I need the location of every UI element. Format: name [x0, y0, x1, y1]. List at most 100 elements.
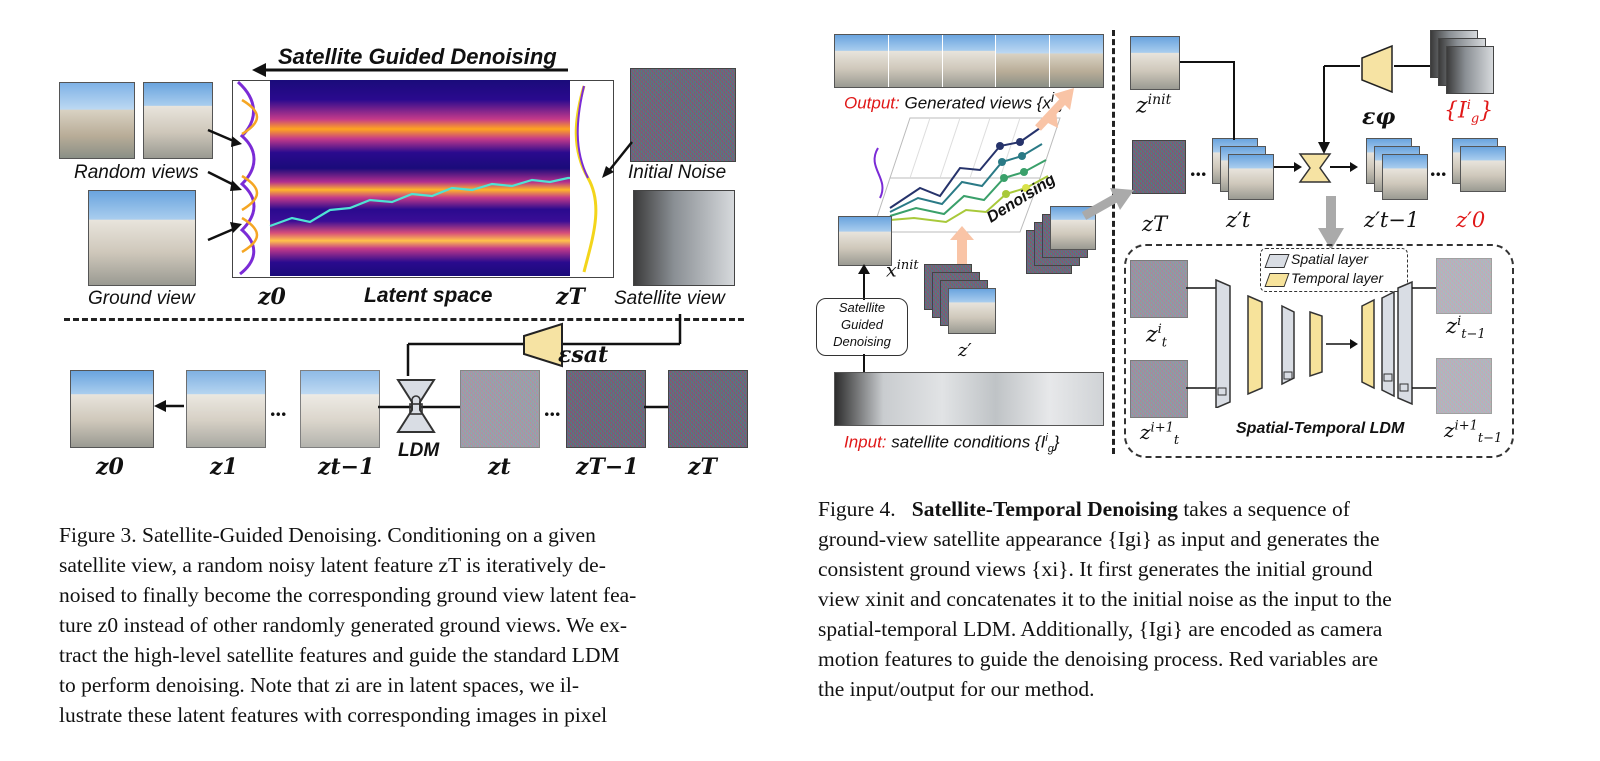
ground-view-label: Ground view: [88, 288, 195, 309]
chain-label-zT-1: zT−1: [576, 454, 639, 480]
chain-image-z1: [186, 370, 266, 448]
cond-base: {I: [1444, 98, 1467, 124]
legend-spatial-swatch: [1264, 254, 1290, 268]
z-init-sup: init: [1147, 92, 1172, 108]
satellite-conditions-strip: [834, 372, 1104, 426]
caption4-line-3: consistent ground views {xi}. It first g…: [818, 557, 1373, 581]
caption3-line-2: satellite view, a random noisy latent fe…: [59, 553, 606, 577]
caption4-line-7: the input/output for our method.: [818, 677, 1095, 701]
fig4-ellipsis-1: ...: [1190, 156, 1207, 181]
out-i1-label: zi+1t−1: [1444, 418, 1502, 446]
input-sub: g: [1047, 443, 1054, 456]
st-ldm-panel: [1124, 244, 1514, 458]
cond-stack-3: [1446, 46, 1494, 94]
caption4-line-6: motion features to guide the denoising p…: [818, 647, 1379, 671]
zti-sub: t: [1161, 335, 1167, 351]
zti1-sup: i+1: [1150, 420, 1174, 436]
zti1-base: z: [1140, 420, 1151, 444]
encoder-sat-label: εsat: [558, 342, 609, 368]
chain-arrow-left-icon: [154, 400, 184, 412]
zti-input-image: [1130, 260, 1188, 318]
output-text: Generated views {x: [904, 93, 1051, 113]
z-T-label: zT: [1142, 212, 1168, 236]
chain-ellipsis-1: ...: [270, 396, 287, 421]
fig4-ellipsis-2: ...: [1430, 156, 1447, 181]
encoder-phi-label: εφ: [1362, 104, 1396, 130]
chain-image-z0: [70, 370, 154, 448]
caption4-line-4: view xinit and concatenates it to the in…: [818, 587, 1392, 611]
ldm-lock-icon: [396, 379, 436, 433]
z-init-image: [1130, 36, 1180, 90]
mini-ldm-icon: [1298, 153, 1332, 183]
out-i1-image: [1436, 358, 1492, 414]
figure4-caption: Figure 4. Satellite-Temporal Denoising t…: [818, 494, 1512, 704]
x-init-base: x: [886, 259, 897, 282]
denoising-3d-plot: [871, 110, 1061, 233]
z-prime-stack-4: [948, 288, 996, 334]
ldm-label: LDM: [398, 440, 440, 461]
chain-image-zt-1: [300, 370, 380, 448]
latent-curves: [236, 80, 598, 276]
output-frame-1: [835, 35, 889, 87]
z-prime-arrow-icon: [950, 226, 974, 264]
latent-heatmap: [270, 80, 570, 276]
chain-label-zt: zt: [488, 454, 511, 480]
figure4-divider: [1112, 30, 1115, 454]
z-init-label: zinit: [1136, 92, 1171, 118]
st-ldm-arrow-icon: [1318, 196, 1344, 250]
out-i-sup: i: [1457, 314, 1462, 329]
zti1-input-image: [1130, 360, 1188, 418]
chain-label-z0: z0: [96, 454, 124, 480]
chain-label-zT: zT: [688, 454, 717, 480]
chain-ellipsis-2: ...: [544, 396, 561, 421]
latent-space-label: Latent space: [364, 284, 493, 307]
cond-label: {Iig}: [1444, 98, 1493, 127]
zti-base: z: [1146, 322, 1158, 348]
input-label: Input:: [844, 432, 887, 452]
out-i-base: z: [1446, 314, 1458, 338]
noise-arrow-icon: [602, 141, 633, 178]
zt1-prime-stack-3: [1382, 154, 1428, 200]
output-sup: i: [1050, 90, 1055, 106]
chain-label-z1: z1: [210, 454, 238, 480]
random-views-label: Random views: [74, 162, 199, 183]
output-arrow-icon: [1035, 88, 1074, 131]
cond-sup: i: [1466, 98, 1471, 113]
satellite-view-image: [633, 190, 735, 286]
zt-prime-label: z′t: [1226, 208, 1251, 232]
out-i1-base: z: [1444, 418, 1455, 442]
caption3-line-4: ture z0 instead of other randomly genera…: [59, 613, 628, 637]
out-i1-sup: i+1: [1454, 418, 1478, 434]
caption4-line-1: Figure 4. Satellite-Temporal Denoising t…: [818, 494, 1512, 524]
ground-arrows-icon: [207, 128, 242, 242]
x-init-image: [838, 216, 892, 266]
input-text: satellite conditions {I: [891, 432, 1046, 452]
random-view-photo-1: [59, 82, 135, 159]
x-init-label: xinit: [886, 258, 919, 281]
chain-image-zT: [668, 370, 748, 448]
encoder-phi-icon: [1361, 44, 1393, 94]
output-views-strip: [834, 34, 1104, 88]
output-frame-2: [888, 35, 943, 87]
initial-noise-label: Initial Noise: [628, 162, 727, 183]
st-ldm-label: Spatial-Temporal LDM: [1236, 420, 1405, 437]
output-frame-4: [996, 35, 1051, 87]
input-caption: Input: satellite conditions {Iig}: [844, 432, 1060, 455]
layer-legend: Spatial layer Temporal layer: [1260, 248, 1408, 292]
chain-image-zt: [460, 370, 540, 448]
chain-image-zT-1: [566, 370, 646, 448]
caption4-line-5: spatial-temporal LDM. Additionally, {Igi…: [818, 617, 1383, 641]
cond-close: }: [1479, 98, 1494, 124]
figure3-divider: [64, 318, 744, 321]
zti1-label: zi+1t: [1140, 420, 1179, 448]
z-init-base: z: [1136, 93, 1148, 119]
out-i-label: zit−1: [1446, 314, 1486, 342]
legend-temporal-label: Temporal layer: [1291, 270, 1384, 286]
output-frame-3: [942, 35, 997, 87]
z-prime-label: z′: [958, 340, 972, 361]
output-frame-5: [1050, 35, 1103, 87]
out-i1-sub: t−1: [1477, 431, 1503, 446]
zt-prime-stack-3: [1228, 154, 1274, 200]
zti-label: zit: [1146, 322, 1167, 351]
chain-line-2: [644, 405, 668, 409]
